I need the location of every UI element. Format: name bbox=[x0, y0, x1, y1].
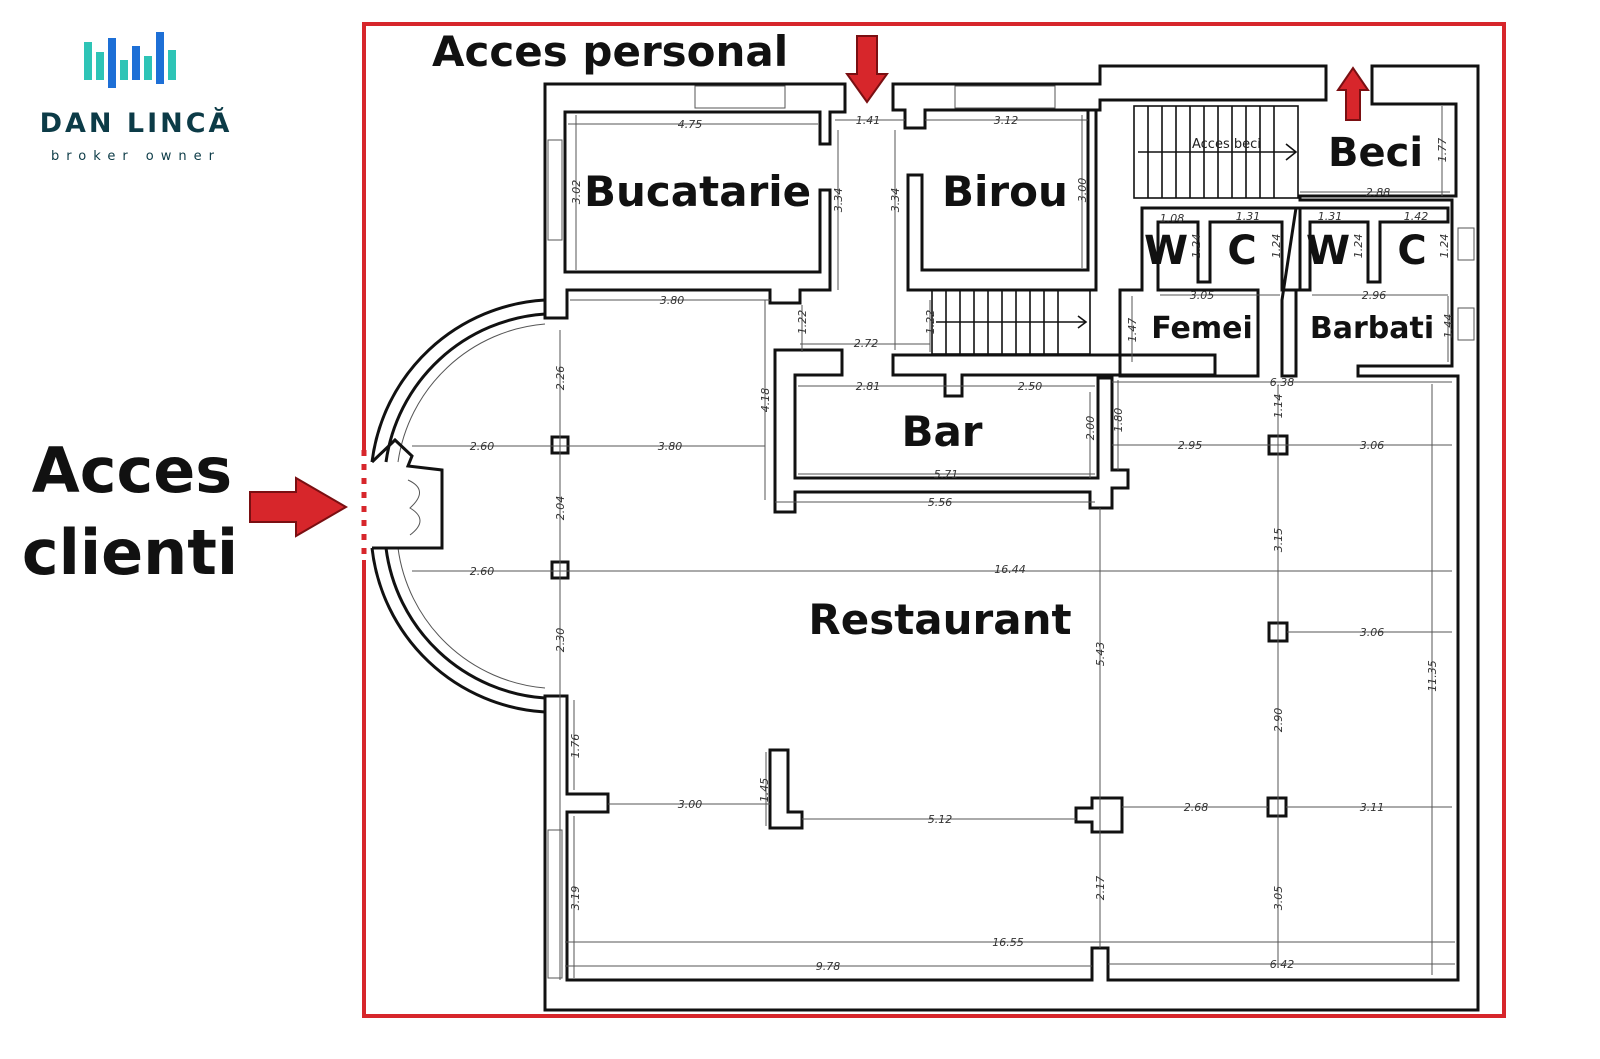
dim-label: 3.15 bbox=[1272, 528, 1285, 553]
dim-label: 4.75 bbox=[678, 118, 703, 131]
dim-label: 2.88 bbox=[1366, 186, 1391, 199]
label-wc-c-women: C bbox=[1227, 228, 1256, 274]
dim-label: 2.26 bbox=[554, 366, 567, 391]
dim-label: 3.00 bbox=[1076, 178, 1089, 203]
dim-label: 2.95 bbox=[1178, 439, 1203, 452]
label-bar: Bar bbox=[901, 407, 982, 456]
dim-label: 1.42 bbox=[1404, 210, 1429, 223]
client-access-arrow-icon bbox=[249, 476, 348, 538]
dim-label: 3.05 bbox=[1190, 289, 1215, 302]
dim-label: 2.72 bbox=[854, 337, 879, 350]
dim-label: 16.55 bbox=[992, 936, 1024, 949]
staff-access-arrow-icon bbox=[845, 35, 889, 104]
label-birou: Birou bbox=[942, 167, 1068, 216]
label-wc-w-women: W bbox=[1144, 228, 1188, 274]
dim-label: 6.42 bbox=[1270, 958, 1295, 971]
dim-label: 1.80 bbox=[1112, 408, 1125, 433]
dim-label: 1.41 bbox=[856, 114, 881, 127]
label-barbati: Barbati bbox=[1310, 311, 1434, 346]
dim-label: 11.35 bbox=[1426, 660, 1439, 692]
label-acces-beci: Acces beci bbox=[1192, 137, 1261, 152]
dim-label: 1.24 bbox=[1270, 234, 1283, 259]
dim-label: 1.47 bbox=[1126, 318, 1139, 343]
logo: DAN LINCĂ broker owner bbox=[40, 32, 233, 164]
logo-bars-icon bbox=[84, 32, 176, 88]
dim-label: 3.34 bbox=[889, 188, 902, 213]
dimension-labels: 4.75 1.41 3.12 3.02 3.34 3.34 3.00 1.77 … bbox=[470, 114, 1455, 973]
dim-label: 1.44 bbox=[1442, 314, 1455, 339]
dimension-lines bbox=[412, 106, 1455, 980]
dim-label: 3.05 bbox=[1272, 886, 1285, 911]
label-acces-clienti-line2: clienti bbox=[22, 516, 238, 589]
dim-label: 3.02 bbox=[570, 180, 583, 205]
dim-label: 2.30 bbox=[554, 628, 567, 653]
dim-label: 16.44 bbox=[994, 563, 1026, 576]
dim-label: 3.06 bbox=[1360, 439, 1385, 452]
label-wc-c-men: C bbox=[1397, 228, 1426, 274]
logo-name: DAN LINCĂ bbox=[40, 107, 233, 139]
label-acces-clienti-line1: Acces bbox=[32, 434, 232, 507]
dim-label: 2.60 bbox=[470, 565, 495, 578]
dim-label: 2.04 bbox=[554, 496, 567, 521]
dim-label: 1.31 bbox=[1318, 210, 1343, 223]
dim-label: 2.17 bbox=[1094, 876, 1107, 901]
label-bucatarie: Bucatarie bbox=[584, 167, 811, 216]
dim-label: 5.43 bbox=[1094, 642, 1107, 667]
label-femei: Femei bbox=[1151, 311, 1253, 346]
dim-label: 3.19 bbox=[569, 886, 582, 911]
dim-label: 1.31 bbox=[1236, 210, 1261, 223]
dim-label: 3.80 bbox=[660, 294, 685, 307]
dim-label: 9.78 bbox=[816, 960, 841, 973]
dim-label: 1.77 bbox=[1436, 138, 1449, 163]
label-acces-personal: Acces personal bbox=[432, 27, 788, 76]
dim-label: 2.90 bbox=[1272, 708, 1285, 733]
dim-label: 1.76 bbox=[569, 734, 582, 759]
property-outline bbox=[362, 22, 1506, 1018]
dim-label: 1.24 bbox=[1438, 234, 1451, 259]
label-restaurant: Restaurant bbox=[808, 595, 1071, 644]
dim-label: 3.12 bbox=[994, 114, 1019, 127]
dim-label: 5.56 bbox=[928, 496, 953, 509]
dim-label: 3.00 bbox=[678, 798, 703, 811]
dim-label: 2.81 bbox=[856, 380, 881, 393]
dim-label: 5.71 bbox=[934, 468, 959, 481]
basement-access-arrow-icon bbox=[1336, 66, 1370, 121]
dim-label: 1.24 bbox=[1352, 234, 1365, 259]
label-wc-w-men: W bbox=[1306, 228, 1350, 274]
curved-entrance-wall bbox=[370, 298, 546, 714]
label-beci: Beci bbox=[1328, 130, 1423, 176]
dim-label: 1.24 bbox=[1190, 234, 1203, 259]
dim-label: 3.80 bbox=[658, 440, 683, 453]
dim-label: 5.12 bbox=[928, 813, 953, 826]
room-labels: Acces personal Acces clienti Bucatarie B… bbox=[22, 27, 1434, 644]
dim-label: 1.22 bbox=[924, 310, 937, 335]
dim-label: 1.45 bbox=[758, 778, 771, 803]
dim-label: 1.08 bbox=[1160, 212, 1185, 225]
dim-label: 1.14 bbox=[1272, 394, 1285, 419]
stairs-office bbox=[931, 289, 1091, 355]
stairs-basement bbox=[1133, 105, 1299, 199]
dim-label: 2.96 bbox=[1362, 289, 1387, 302]
dim-label: 1.22 bbox=[796, 310, 809, 335]
logo-tagline: broker owner bbox=[51, 149, 221, 164]
dim-label: 2.68 bbox=[1184, 801, 1209, 814]
dim-label: 6.38 bbox=[1270, 376, 1295, 389]
dim-label: 3.34 bbox=[832, 188, 845, 213]
dim-label: 2.60 bbox=[470, 440, 495, 453]
dim-label: 2.00 bbox=[1084, 416, 1097, 441]
dim-label: 2.50 bbox=[1018, 380, 1043, 393]
dim-label: 3.06 bbox=[1360, 626, 1385, 639]
dim-label: 3.11 bbox=[1360, 801, 1385, 814]
dim-label: 4.18 bbox=[759, 388, 772, 413]
